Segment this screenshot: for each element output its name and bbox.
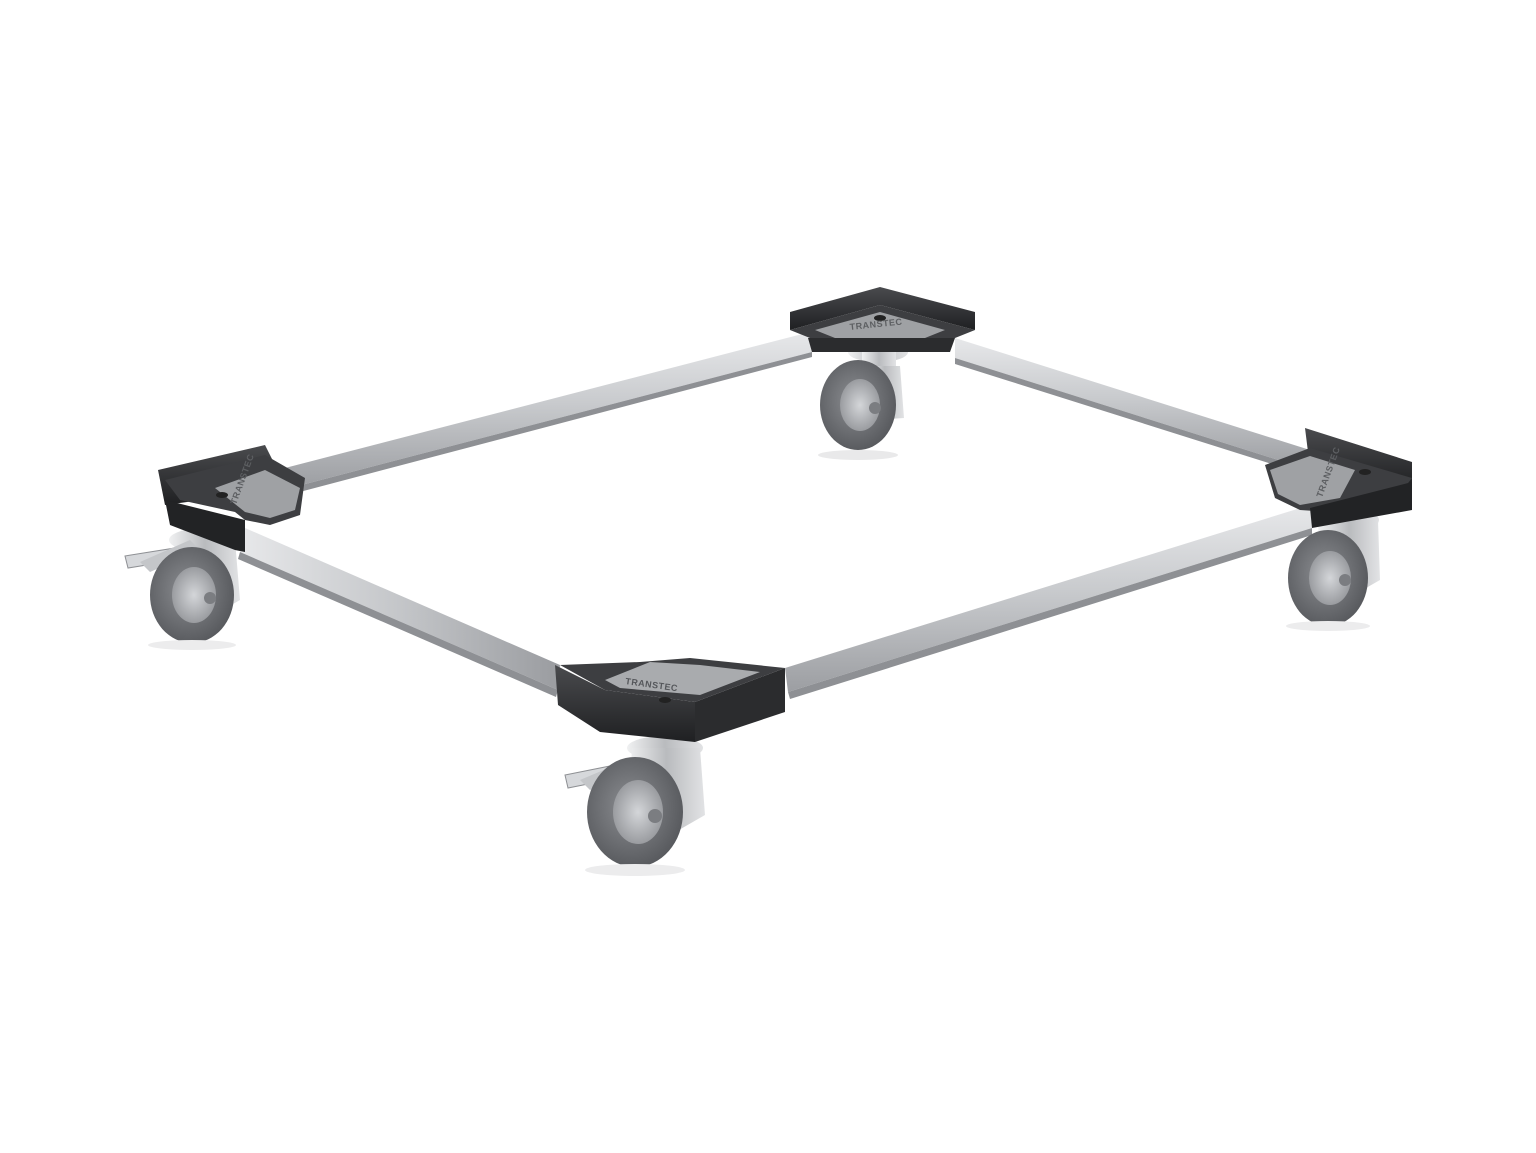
- caster-front: [564, 736, 705, 876]
- frame-tube-back-left: [285, 332, 812, 494]
- corner-cap-front: TRANSTEC: [555, 658, 785, 742]
- caster-back: [818, 342, 908, 460]
- frame-tube-front-right: [785, 505, 1312, 699]
- corner-cap-right: TRANSTEC: [1265, 428, 1412, 528]
- frame-tube-back-right: [955, 338, 1310, 476]
- caster-right: [1286, 508, 1380, 631]
- corner-cap-left: TRANSTEC: [158, 445, 305, 552]
- frame-tube-front-left: [238, 528, 560, 697]
- corner-cap-back: TRANSTEC: [790, 287, 975, 352]
- caster-left: [124, 528, 241, 650]
